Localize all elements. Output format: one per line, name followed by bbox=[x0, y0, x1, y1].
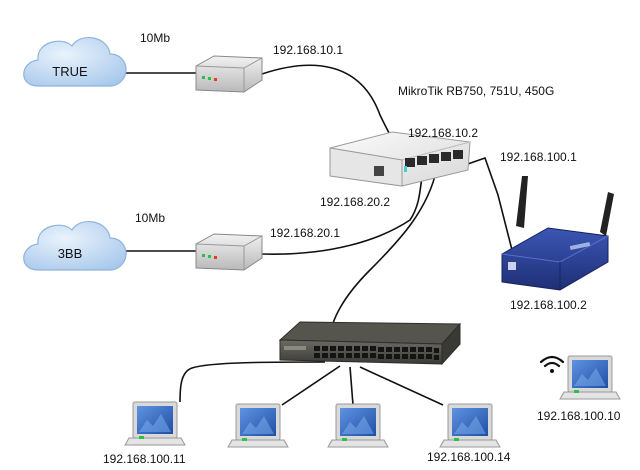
wifi-icon bbox=[539, 355, 565, 373]
router-ip-bottom-label: 192.168.20.2 bbox=[320, 195, 390, 209]
wire-switch-to-laptop1 bbox=[179, 361, 326, 403]
true-speed-label: 10Mb bbox=[140, 31, 170, 45]
router-ports bbox=[404, 150, 463, 172]
switch-dlink bbox=[278, 321, 462, 366]
ap-lan-ip-label: 192.168.100.1 bbox=[500, 150, 577, 164]
laptop-1 bbox=[124, 401, 186, 446]
laptop-wireless bbox=[559, 355, 621, 400]
laptop-3 bbox=[327, 403, 389, 448]
router-model-label: MikroTik RB750, 751U, 450G bbox=[398, 84, 554, 98]
wire-switch-to-laptop4 bbox=[359, 366, 444, 406]
cloud-true-label: TRUE bbox=[52, 64, 88, 79]
cloud-3bb-label: 3BB bbox=[58, 246, 83, 261]
wire-switch-to-laptop2 bbox=[281, 365, 341, 406]
router-mikrotik bbox=[329, 131, 471, 187]
client-ip-label: 192.168.100.14 bbox=[427, 450, 511, 464]
client-ip-label: 192.168.100.11 bbox=[103, 452, 186, 466]
laptop-4 bbox=[439, 403, 501, 448]
wire-router-to-ap bbox=[461, 156, 513, 251]
bb-speed-label: 10Mb bbox=[135, 211, 165, 225]
router-ip-top-label: 192.168.10.2 bbox=[408, 126, 478, 140]
laptop-2 bbox=[227, 403, 289, 448]
cloud-3bb: 3BB bbox=[23, 221, 127, 271]
wire-switch-to-laptop3 bbox=[349, 366, 354, 406]
modem-3bb-ip-label: 192.168.20.1 bbox=[270, 226, 340, 240]
ap-ip-label: 192.168.100.2 bbox=[510, 298, 587, 312]
cloud-true: TRUE bbox=[23, 37, 127, 87]
wire-modem2-to-router bbox=[261, 167, 424, 255]
access-point bbox=[501, 176, 614, 291]
switch-ports bbox=[314, 346, 439, 360]
wires bbox=[124, 64, 513, 406]
modem-true-ip-label: 192.168.10.1 bbox=[273, 43, 343, 57]
modem-3bb bbox=[195, 233, 263, 271]
client-ip-label: 192.168.100.10 bbox=[537, 409, 621, 423]
modem-true bbox=[195, 55, 263, 93]
wire-router-to-switch bbox=[329, 167, 438, 341]
